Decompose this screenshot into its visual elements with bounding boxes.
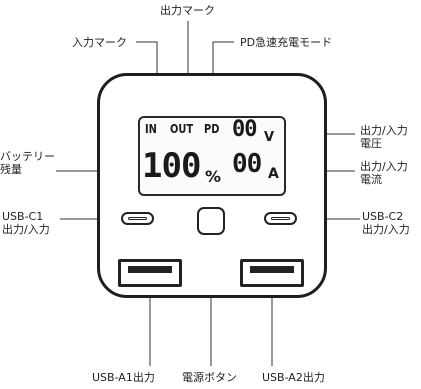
input-mark-label: 入力マーク bbox=[72, 36, 127, 49]
usb-a1-port bbox=[118, 259, 182, 287]
current-label-line2: 電流 bbox=[360, 173, 382, 186]
usb-c1-label-line2: 出力/入力 bbox=[2, 223, 50, 236]
output-mark-label: 出力マーク bbox=[160, 4, 215, 17]
pd-mode-label: PD急速充電モード bbox=[240, 36, 333, 49]
current-label: 出力/入力 電流 bbox=[360, 160, 408, 186]
voltage-label-line2: 電圧 bbox=[360, 137, 382, 150]
current-unit: A bbox=[268, 166, 279, 182]
usb-a1-label: USB-A1出力 bbox=[92, 371, 155, 384]
usb-c1-label: USB-C1 出力/入力 bbox=[2, 210, 50, 236]
current-label-line1: 出力/入力 bbox=[360, 160, 408, 173]
voltage-label: 出力/入力 電圧 bbox=[360, 124, 408, 150]
usb-c2-port bbox=[264, 212, 297, 225]
lcd-screen bbox=[138, 116, 286, 196]
usb-c1-port bbox=[121, 212, 154, 225]
battery-percent-digits: 100 bbox=[142, 146, 201, 186]
usb-a2-port bbox=[240, 259, 304, 287]
usb-a2-label: USB-A2出力 bbox=[262, 371, 325, 384]
usb-c2-label-line1: USB-C2 bbox=[362, 210, 404, 223]
battery-label: バッテリー 残量 bbox=[0, 150, 55, 176]
in-indicator: IN bbox=[145, 122, 157, 136]
power-button[interactable] bbox=[197, 207, 225, 235]
battery-label-line1: バッテリー bbox=[0, 150, 55, 163]
percent-sign: % bbox=[205, 167, 222, 186]
usb-c2-label-line2: 出力/入力 bbox=[362, 223, 410, 236]
pd-indicator: PD bbox=[204, 122, 220, 136]
battery-label-line2: 残量 bbox=[0, 163, 22, 176]
usb-a2-tongue bbox=[250, 266, 294, 273]
power-button-label: 電源ボタン bbox=[182, 371, 237, 384]
usb-c2-label: USB-C2 出力/入力 bbox=[362, 210, 410, 236]
usb-a1-tongue bbox=[128, 266, 172, 273]
voltage-label-line1: 出力/入力 bbox=[360, 124, 408, 137]
voltage-digits: 00 bbox=[232, 117, 257, 142]
voltage-unit: V bbox=[264, 130, 275, 145]
out-indicator: OUT bbox=[170, 122, 194, 136]
current-digits: 00 bbox=[232, 149, 262, 179]
usb-c1-label-line1: USB-C1 bbox=[2, 210, 44, 223]
